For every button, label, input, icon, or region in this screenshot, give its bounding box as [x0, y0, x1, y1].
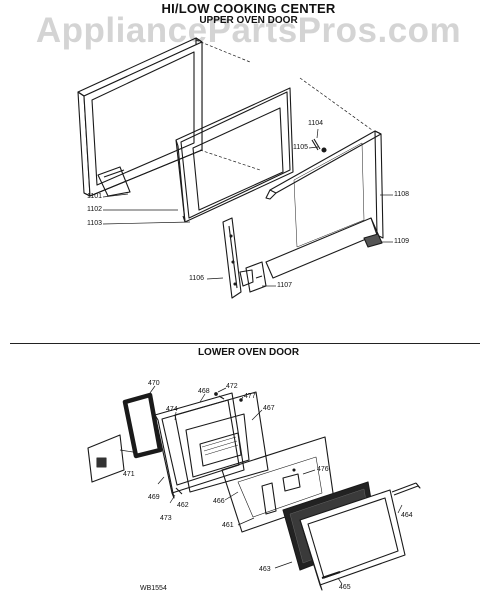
label-1109: 1109 [394, 238, 410, 245]
label-1107: 1107 [277, 282, 293, 289]
part-1109-block [363, 233, 383, 248]
label-472: 472 [226, 383, 238, 390]
part-467-window-frame [174, 391, 269, 493]
label-462: 462 [177, 502, 189, 509]
upper-section-title: UPPER OVEN DOOR [199, 15, 298, 26]
label-1106: 1106 [189, 275, 205, 282]
label-474: 474 [166, 406, 178, 413]
watermark-text: AppliancePartsPros.com [35, 11, 462, 50]
part-1108-frame [265, 130, 384, 279]
label-476: 476 [317, 466, 329, 473]
part-1107-hinge [239, 261, 267, 293]
part-465-outer-panel [299, 489, 406, 591]
label-469: 469 [148, 494, 160, 501]
part-1102-panel [175, 87, 294, 223]
part-464-handle [391, 482, 421, 496]
label-1104: 1104 [308, 120, 324, 127]
part-1104-screw [311, 138, 327, 153]
label-461: 461 [222, 522, 234, 529]
label-1101: 1101 [87, 193, 103, 200]
diagram-title: HI/LOW COOKING CENTER [161, 1, 336, 16]
diagram-code: WB1554 [140, 585, 167, 592]
part-472-screw [214, 392, 243, 402]
label-1105: 1105 [293, 144, 309, 151]
label-471: 471 [123, 471, 135, 478]
label-463: 463 [259, 566, 271, 573]
section-divider [10, 343, 480, 344]
part-1101-frame [77, 37, 203, 197]
part-462-screw [175, 487, 183, 495]
label-470: 470 [148, 380, 160, 387]
label-465: 465 [339, 584, 351, 591]
label-477: 477 [244, 393, 256, 400]
label-1102: 1102 [87, 206, 103, 213]
part-1106-bracket [222, 217, 242, 299]
part-470-gasket [122, 392, 163, 459]
part-471-detail [87, 434, 134, 483]
label-467: 467 [263, 405, 275, 412]
label-1108: 1108 [394, 191, 410, 198]
label-468: 468 [198, 388, 210, 395]
label-464: 464 [401, 512, 413, 519]
label-466: 466 [213, 498, 225, 505]
label-1103: 1103 [87, 220, 103, 227]
label-473: 473 [160, 515, 172, 522]
lower-section-title: LOWER OVEN DOOR [197, 347, 300, 358]
